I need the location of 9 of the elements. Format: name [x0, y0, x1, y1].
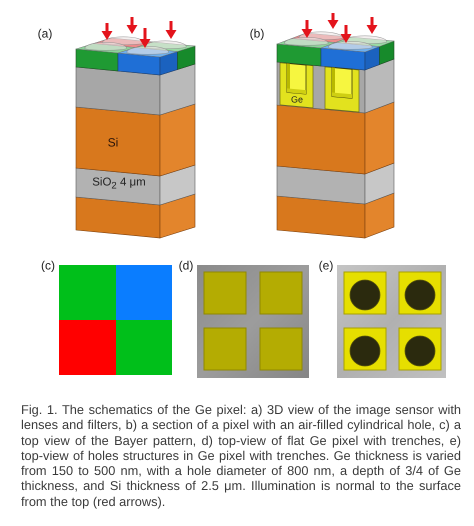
panel-label: (b) — [250, 28, 264, 40]
figure-caption: Fig. 1. The schematics of the Ge pixel: a) 3D view of the image sensor with lenses and filters, b) a section of a pixel with an air-filled cylindrical hole, c) a top view of the Bayer pattern, d) top-view of flat Ge pixel with trenches, e) top-view of holes structures in Ge pixel with trenches. Ge thickness is varied from 150 to 500 nm, with a hole diameter of 800 nm, a depth of 3/4 of Ge thickness, and Si thickness of 2.5 μm. Illumination is normal to the surface from the top (red arrows). — [21, 402, 461, 510]
panel-label: (a) — [38, 28, 52, 40]
panel-label: (d) — [178, 260, 194, 272]
layer-label: SiO$_{2}$ 4 μm — [92, 176, 146, 192]
material-label: Ge — [291, 95, 303, 105]
layer-label: Si — [108, 136, 118, 150]
panel-label: (e) — [318, 260, 334, 272]
panel-label: (c) — [41, 260, 55, 272]
